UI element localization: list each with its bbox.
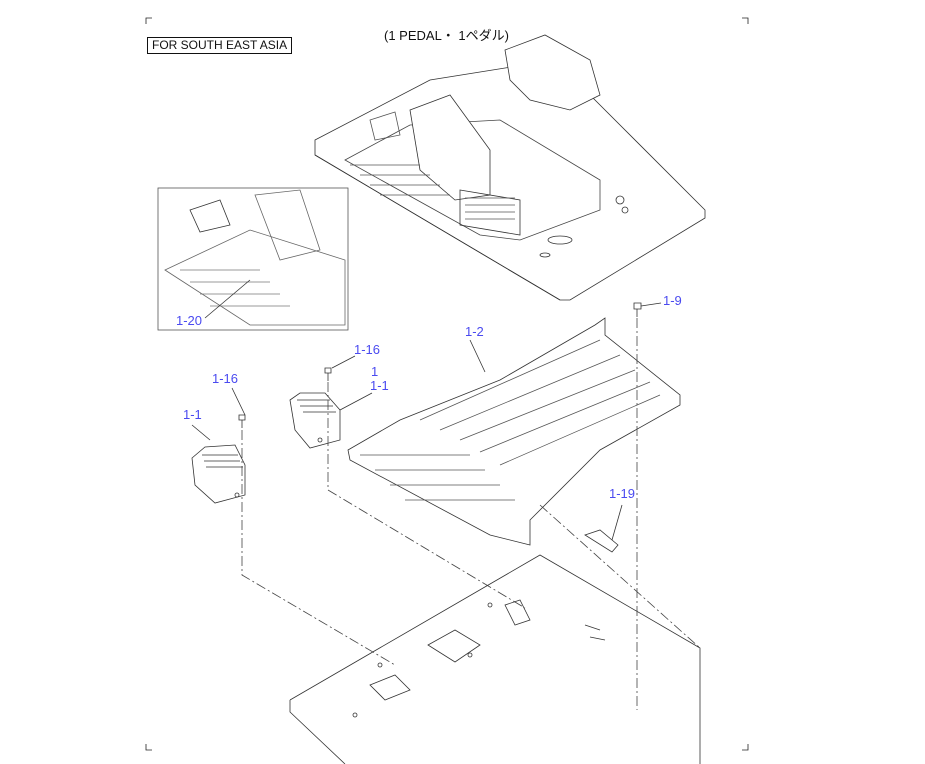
callout-1-1-right: 1-1 bbox=[370, 378, 389, 393]
corner-marks bbox=[145, 17, 749, 751]
callout-1-16-left: 1-16 bbox=[212, 371, 239, 386]
assembly-lines bbox=[241, 318, 701, 710]
machine-assembly bbox=[314, 34, 706, 301]
callout-1-2: 1-2 bbox=[465, 324, 484, 339]
region-tag: FOR SOUTH EAST ASIA bbox=[147, 37, 293, 54]
pedal-right bbox=[289, 392, 373, 449]
callout-1-20: 1-20 bbox=[176, 313, 203, 328]
bolts bbox=[231, 302, 662, 428]
inset-detail bbox=[157, 187, 349, 331]
cab-floor-plate bbox=[289, 554, 701, 764]
floor-mat bbox=[347, 317, 681, 546]
diagram-title: (1 PEDAL・ 1ペダル) bbox=[384, 28, 509, 43]
callout-1-1-left: 1-1 bbox=[183, 407, 202, 422]
callout-1-19: 1-19 bbox=[609, 486, 636, 501]
grommet-1-19 bbox=[584, 504, 623, 553]
callout-1-9: 1-9 bbox=[663, 293, 682, 308]
pedal-left bbox=[191, 424, 246, 504]
callout-1-16-right: 1-16 bbox=[354, 342, 381, 357]
callout-1: 1 bbox=[371, 364, 379, 379]
